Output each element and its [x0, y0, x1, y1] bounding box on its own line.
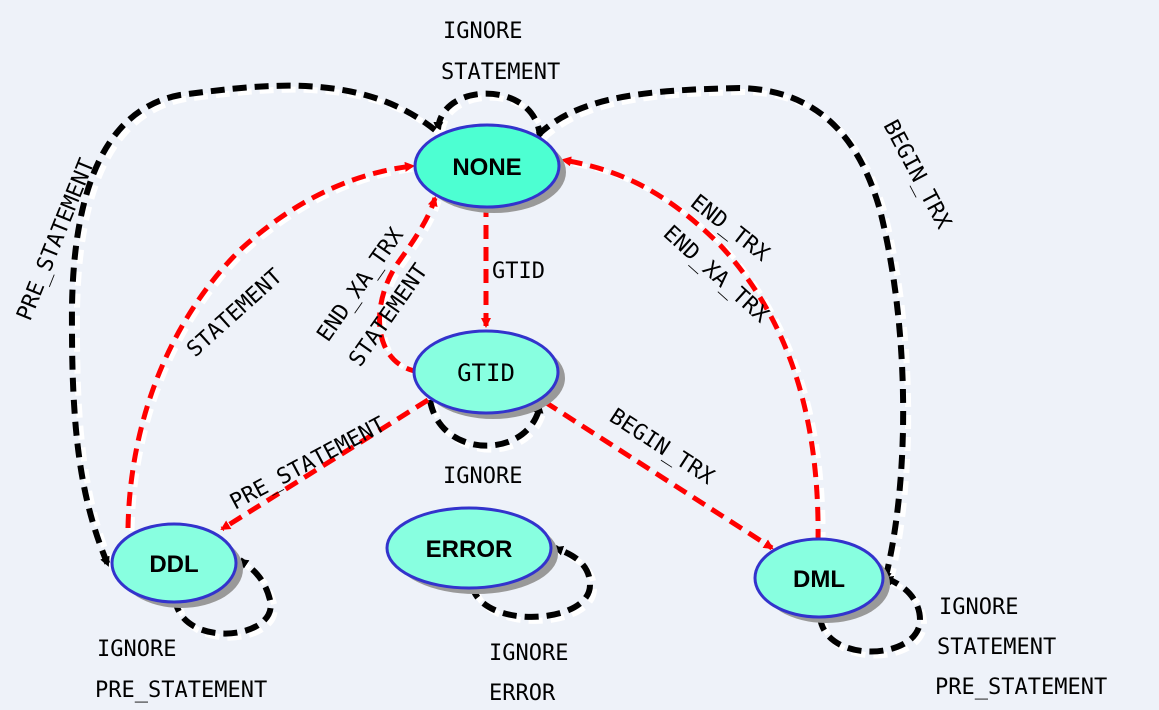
label-error-self-2: ERROR: [489, 681, 556, 706]
edge-ddl-to-none: [125, 161, 415, 529]
edge-gtid-to-ddl: [220, 397, 430, 532]
label-dml-self-2: STATEMENT: [937, 635, 1056, 660]
label-ddl-self-2: PRE_STATEMENT: [95, 678, 267, 703]
edge-gtid-to-none: [377, 196, 438, 375]
node-ddl[interactable]: DDL: [110, 522, 243, 608]
node-error[interactable]: ERROR: [385, 506, 558, 594]
edge-dml-self: [817, 575, 924, 655]
node-dml-label: DML: [793, 566, 845, 593]
label-none-to-gtid: GTID: [492, 259, 545, 284]
node-none-label: NONE: [452, 154, 521, 181]
label-none-to-ddl: PRE_STATEMENT: [12, 155, 100, 324]
label-gtid-self: IGNORE: [443, 464, 522, 489]
label-none-self-2: STATEMENT: [441, 60, 560, 85]
edge-none-to-ddl: [68, 82, 437, 567]
label-none-self-1: IGNORE: [443, 19, 522, 44]
label-gtid-to-ddl: PRE_STATEMENT: [226, 412, 390, 515]
node-error-label: ERROR: [426, 536, 513, 563]
node-gtid-label: GTID: [457, 359, 515, 387]
node-gtid[interactable]: GTID: [412, 329, 565, 419]
node-none[interactable]: NONE: [413, 123, 566, 213]
label-error-self-1: IGNORE: [489, 641, 568, 666]
red-edges: [125, 156, 826, 551]
label-ddl-self-1: IGNORE: [97, 637, 176, 662]
edge-error-self: [469, 545, 594, 620]
label-dml-self-1: IGNORE: [939, 595, 1018, 620]
label-none-to-dml: BEGIN_TRX: [878, 116, 956, 234]
black-edges: [68, 82, 928, 659]
edge-ddl-self: [172, 557, 274, 637]
label-dml-self-3: PRE_STATEMENT: [935, 675, 1107, 700]
edge-gtid-to-dml: [543, 399, 774, 551]
edge-none-to-dml: [535, 84, 907, 582]
node-ddl-label: DDL: [149, 551, 198, 578]
node-dml[interactable]: DML: [753, 537, 890, 623]
edge-dml-to-none: [561, 156, 821, 544]
edge-none-self: [433, 90, 543, 141]
edge-gtid-self: [427, 399, 544, 449]
